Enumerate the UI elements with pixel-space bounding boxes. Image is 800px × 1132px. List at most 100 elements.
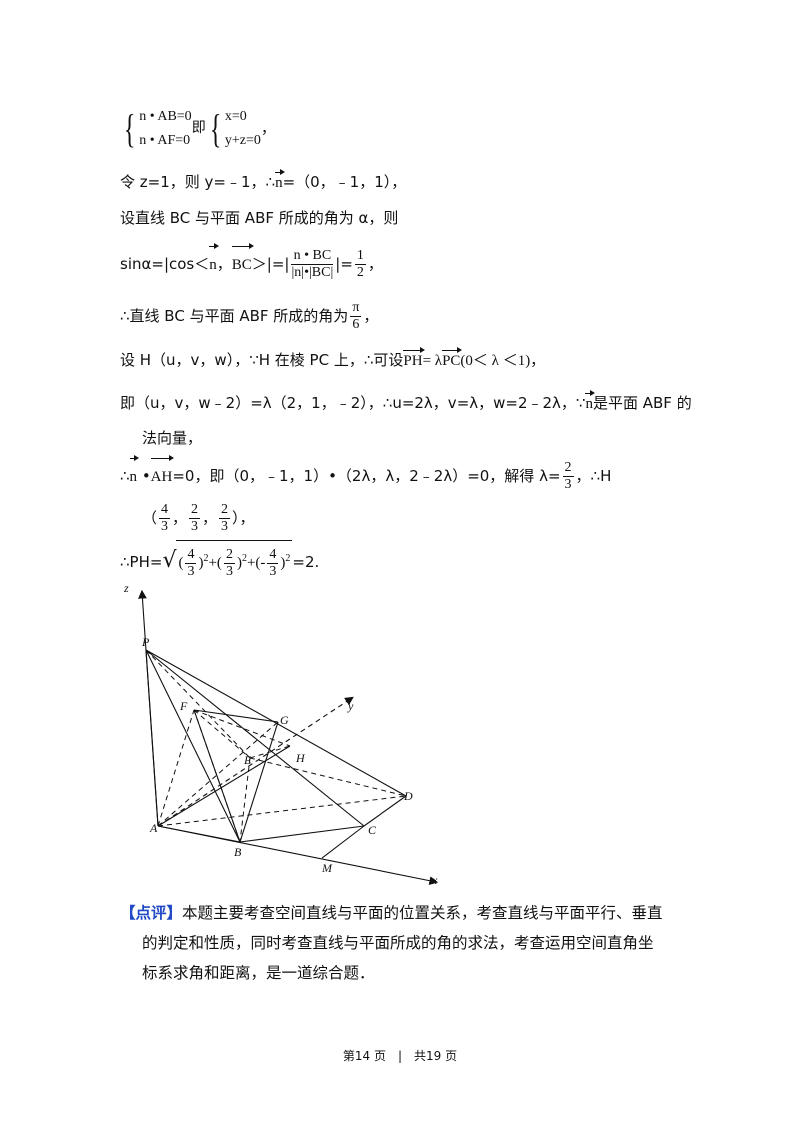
num: 4 (185, 547, 197, 565)
line-angle-def: 设直线 BC 与平面 ABF 所成的角为 α，则 (120, 209, 399, 227)
label-p: P (141, 635, 150, 649)
comma: ， (363, 307, 379, 325)
label-h: H (295, 751, 306, 765)
edge-pd (145, 649, 407, 797)
label-g: G (280, 713, 289, 727)
exp: 2 (285, 553, 291, 564)
p: ( (178, 555, 184, 571)
line-text: =0，即（0，﹣1，1）•（2λ，λ，2﹣2λ）=0，解得 λ= (172, 467, 561, 485)
edge-fh (193, 709, 291, 747)
p: ) (236, 555, 242, 571)
abs-text: ＞|=| (251, 255, 290, 273)
sep: ， (172, 509, 188, 527)
line-tail: =2. (292, 553, 320, 571)
therefore: ∴ (120, 467, 130, 485)
num: 2 (219, 502, 231, 519)
sep: ， (202, 509, 218, 527)
line-normal: 法向量， (142, 429, 203, 447)
line-text: 令 z=1，则 y=﹣1，∴ (120, 173, 276, 191)
vector-n: n (585, 390, 595, 412)
line-text: 即（u，v，w﹣2）=λ（2，1，﹣2），∴u=2λ，v=λ，w=2﹣2λ，∵ (120, 394, 586, 412)
edge-pc (145, 649, 365, 827)
den: 3 (221, 519, 229, 534)
eq-lambda: = λ (422, 353, 443, 369)
den: 3 (225, 564, 233, 580)
den: 3 (191, 519, 199, 534)
edge-ad (157, 795, 407, 827)
lambda-num: 2 (562, 460, 574, 477)
exp: 2 (241, 553, 247, 564)
label-f: F (179, 699, 188, 713)
edge-ab (157, 825, 241, 843)
y-axis (157, 696, 354, 827)
edge-af (157, 709, 195, 827)
label-y: y (347, 699, 354, 713)
eq-text: |= (335, 255, 353, 273)
cos-den: |n|•|BC| (291, 265, 334, 280)
vector-ph: PH (403, 347, 425, 369)
line-text: ∴直线 BC 与平面 ABF 所成的角为 (120, 307, 349, 325)
ji-word: 即 (191, 120, 206, 136)
line-set-z: 令 z=1，则 y=﹣1，∴n=（0，﹣1，1）， (120, 169, 406, 193)
num: 4 (159, 502, 171, 519)
ph-label: ∴PH= (120, 553, 163, 571)
edge-eh (249, 745, 291, 759)
review-text-1: 本题主要考查空间直线与平面的位置关系，考查直线与平面平行、垂直 (182, 904, 663, 922)
edge-fe (193, 709, 251, 759)
dot: • (137, 467, 151, 485)
edge-ed (249, 757, 407, 797)
pi-num: π (350, 300, 362, 317)
pi-den: 6 (352, 317, 360, 332)
num: 2 (189, 502, 201, 519)
review-line-2: 的判定和性质，同时考查直线与平面所成的角的求法，考查运用空间直角坐 (142, 934, 654, 952)
den: 3 (269, 564, 277, 580)
line-set-h: 设 H（u，v，w），∵H 在棱 PC 上，∴可设PH= λPC(0＜ λ ＜1… (120, 347, 546, 371)
vector-ah: AH (150, 455, 174, 495)
eq-x: x=0 (224, 108, 247, 124)
line-text: 设 H（u，v，w），∵H 在棱 PC 上，∴可设 (120, 351, 404, 369)
label-m: M (321, 861, 333, 875)
line-tail: (0＜ λ ＜1)， (460, 353, 546, 369)
edge-ah (157, 745, 291, 827)
vector-bc: BC (231, 243, 254, 283)
vector-n: n (209, 243, 219, 283)
sin-text: sinα=|cos＜ (120, 255, 210, 273)
review-line-1: 【点评】本题主要考查空间直线与平面的位置关系，考查直线与平面平行、垂直 (120, 902, 663, 924)
num: 2 (223, 547, 235, 565)
den: 3 (187, 564, 195, 580)
cos-num: n • BC (291, 248, 334, 265)
line-tail: ，∴H (575, 467, 612, 485)
edge-bc (239, 825, 365, 843)
comma: ， (216, 255, 232, 273)
cos-fraction: n • BC|n|•|BC| (291, 248, 334, 281)
p: ) (198, 555, 204, 571)
op: +(- (246, 555, 266, 571)
op: +( (208, 555, 222, 571)
review-tag: 【点评】 (120, 904, 183, 922)
lambda-den: 3 (564, 477, 572, 492)
comma: ， (367, 255, 383, 273)
edge-gb (239, 721, 279, 843)
edge-fg (193, 709, 279, 723)
label-d: D (403, 789, 413, 803)
label-a: A (149, 821, 158, 835)
p: ) (280, 555, 286, 571)
label-z: z (123, 581, 129, 595)
edge-pa (145, 649, 159, 827)
edge-fb (193, 709, 241, 843)
comma: ， (260, 119, 276, 137)
edge-ag (157, 721, 279, 827)
